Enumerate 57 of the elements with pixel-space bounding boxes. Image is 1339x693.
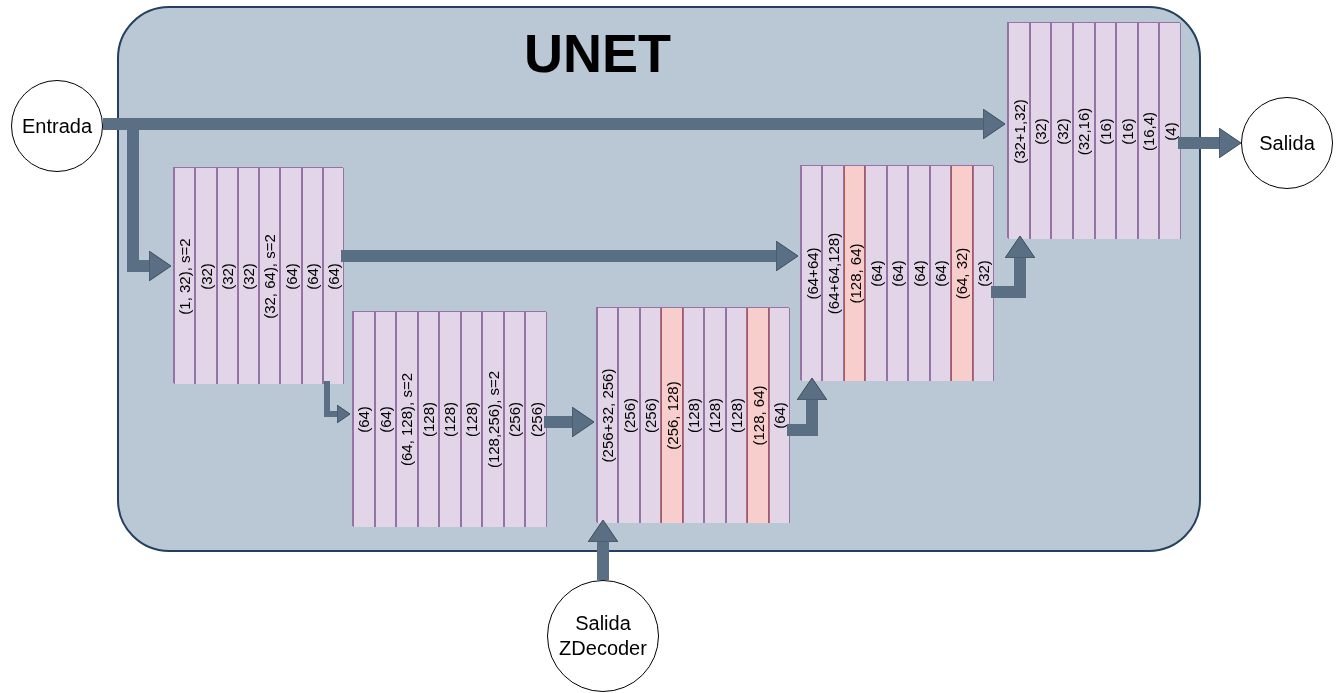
container-label: UNET bbox=[524, 26, 671, 80]
layer-column: (4) bbox=[1159, 23, 1181, 239]
layer-column: (128) bbox=[460, 312, 483, 527]
layer-column: (32) bbox=[237, 168, 259, 384]
layer-column: (256+32, 256) bbox=[597, 308, 619, 523]
layer-column: (32, 64), s=2 bbox=[259, 168, 281, 384]
layer-block bbox=[352, 311, 546, 526]
unet-container bbox=[117, 6, 1201, 552]
layer-column: (16,4) bbox=[1137, 23, 1160, 239]
layer-column: (256) bbox=[525, 312, 547, 527]
layer-column: (32,16) bbox=[1072, 23, 1095, 239]
layer-column: (64+64) bbox=[801, 166, 823, 381]
layer-block bbox=[800, 165, 993, 380]
layer-column: (64) bbox=[374, 312, 397, 527]
arrow bbox=[341, 240, 799, 272]
layer-column: (64, 128), s=2 bbox=[396, 312, 418, 527]
layer-column: (128) bbox=[417, 312, 440, 527]
layer-column: (128, 64) bbox=[747, 308, 769, 523]
layer-column: (64) bbox=[353, 312, 375, 527]
arrow bbox=[787, 377, 828, 436]
layer-column: (32) bbox=[1029, 23, 1052, 239]
layer-block bbox=[1007, 22, 1180, 238]
layer-column: (64) bbox=[865, 166, 887, 381]
arrow bbox=[991, 235, 1036, 298]
layer-column: (256) bbox=[503, 312, 526, 527]
layer-block bbox=[173, 167, 343, 383]
arrow bbox=[324, 381, 351, 424]
layer-column: (1, 32), s=2 bbox=[174, 168, 196, 384]
layer-column: (32) bbox=[1051, 23, 1073, 239]
layer-column: (128) bbox=[725, 308, 748, 523]
layer-column: (128,256), s=2 bbox=[482, 312, 504, 527]
layer-column: (256) bbox=[618, 308, 640, 523]
layer-column: (128) bbox=[704, 308, 726, 523]
arrow bbox=[1178, 127, 1242, 159]
layer-column: (256) bbox=[639, 308, 662, 523]
layer-column: (16) bbox=[1116, 23, 1138, 239]
layer-column: (32) bbox=[216, 168, 238, 384]
layer-column: (32+1,32) bbox=[1008, 23, 1030, 239]
layer-column: (32) bbox=[972, 166, 994, 381]
layer-column: (64) bbox=[301, 168, 323, 384]
layer-column: (64) bbox=[322, 168, 344, 384]
arrow bbox=[587, 519, 619, 580]
arrow bbox=[544, 406, 595, 438]
layer-column: (32) bbox=[195, 168, 217, 384]
layer-column: (128, 64) bbox=[843, 166, 866, 381]
layer-block bbox=[596, 307, 789, 522]
layer-column: (16) bbox=[1094, 23, 1117, 239]
layer-column: (64, 32) bbox=[951, 166, 973, 381]
layer-column: (128) bbox=[439, 312, 461, 527]
layer-column: (64) bbox=[929, 166, 952, 381]
layer-column: (256, 128) bbox=[661, 308, 683, 523]
layer-column: (64) bbox=[768, 308, 790, 523]
layer-column: (64+64,128) bbox=[822, 166, 844, 381]
layer-column: (64) bbox=[908, 166, 930, 381]
layer-column: (64) bbox=[280, 168, 302, 384]
layer-column: (128) bbox=[682, 308, 705, 523]
layer-column: (64) bbox=[886, 166, 909, 381]
